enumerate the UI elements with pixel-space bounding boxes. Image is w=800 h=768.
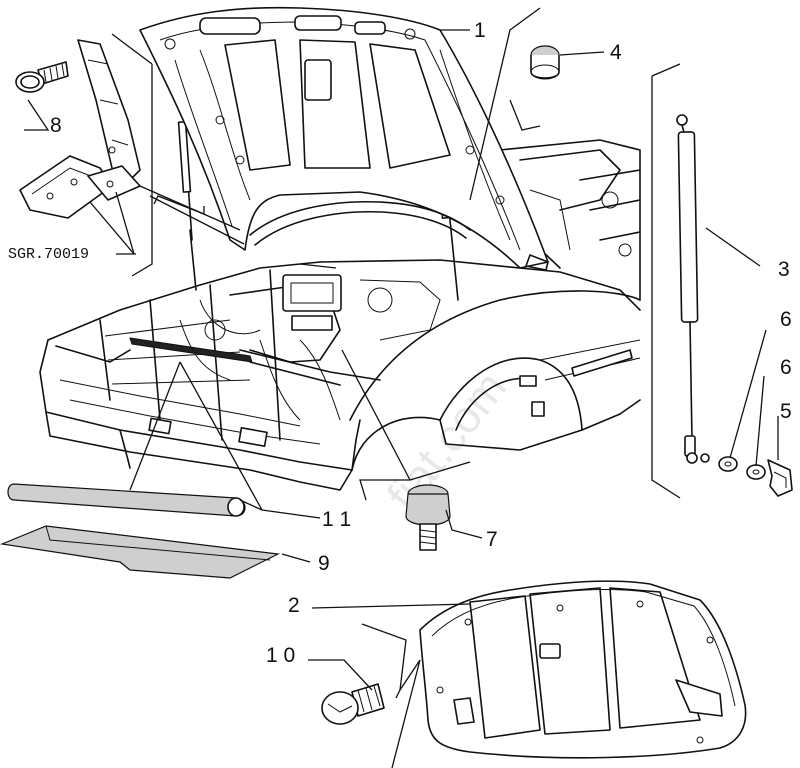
seal-strip bbox=[7, 483, 246, 517]
washers-and-clip bbox=[718, 456, 793, 497]
callout-2: 2 bbox=[288, 594, 300, 617]
callout-3: 3 bbox=[778, 258, 790, 281]
callout-6b: 6 bbox=[780, 356, 792, 379]
rubber-bumper bbox=[405, 484, 451, 551]
bolt bbox=[15, 61, 69, 93]
callout-10: 1 0 bbox=[266, 644, 295, 667]
insulation-pad bbox=[0, 525, 281, 579]
callout-labels: 1 4 3 6 6 5 8 1 1 7 9 2 1 0 SGR.70019 bbox=[8, 19, 792, 667]
callout-1: 1 bbox=[474, 19, 486, 42]
push-pin-clip bbox=[321, 683, 385, 725]
callout-4: 4 bbox=[610, 41, 622, 64]
callout-8: 8 bbox=[50, 114, 62, 137]
hood-insulation-panel bbox=[419, 580, 747, 759]
reference-code: SGR.70019 bbox=[8, 246, 89, 263]
hood bbox=[139, 6, 549, 271]
callout-5: 5 bbox=[780, 400, 792, 423]
callout-9: 9 bbox=[318, 552, 330, 575]
gas-strut bbox=[676, 114, 710, 464]
callout-11: 1 1 bbox=[322, 508, 351, 531]
grommet bbox=[530, 45, 560, 80]
callout-7: 7 bbox=[486, 528, 498, 551]
leader-lines bbox=[24, 7, 779, 768]
hood-hinge bbox=[19, 39, 141, 219]
callout-6a: 6 bbox=[780, 308, 792, 331]
